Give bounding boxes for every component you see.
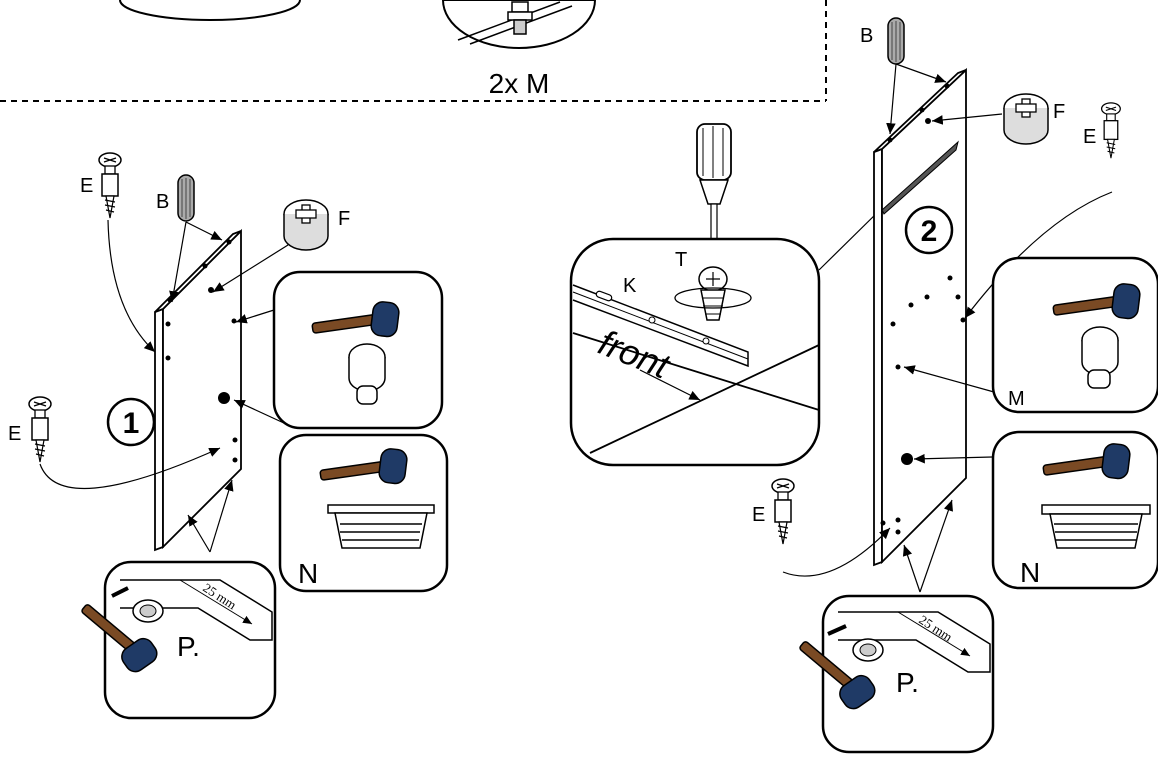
felt-pad-icon (1041, 504, 1151, 549)
part-label-e: E (1083, 126, 1096, 148)
part-label-f: F (338, 208, 350, 230)
screw-icon (1100, 102, 1121, 159)
side-panel-1 (154, 228, 242, 552)
section-divider (0, 0, 827, 102)
part-label-b: B (156, 191, 169, 213)
quantity-label: 2x M (489, 68, 550, 99)
step-badge-1 (106, 397, 156, 447)
dowel-icon (887, 17, 905, 65)
part-label-k: K (623, 275, 637, 297)
step-badge-2 (904, 205, 954, 255)
previous-step-detail (119, 0, 301, 21)
screwdriver-icon (696, 123, 732, 255)
knob-callout-2: M (991, 256, 1158, 414)
screw-icon (771, 478, 795, 545)
part-label-m: M (1008, 388, 1025, 410)
drawer-rail-callout: front T K (569, 237, 821, 467)
step-number-1: 1 (123, 407, 140, 440)
screw-icon (98, 152, 122, 219)
part-label-n: N (1020, 557, 1040, 588)
part-label-e: E (752, 504, 765, 526)
dowel-icon (177, 174, 195, 222)
part-label-p: P. (896, 667, 919, 698)
part-label-b: B (860, 25, 873, 47)
cam-lock-icon (1003, 93, 1049, 145)
foot-detail (441, 0, 597, 49)
cam-lock-icon (283, 199, 329, 251)
part-label-n: N (298, 558, 318, 589)
drill-callout-2: 25 mm P. (787, 594, 995, 754)
detail-leader (818, 207, 883, 271)
part-label-t: T (675, 249, 687, 271)
felt-callout-2: N (991, 430, 1158, 590)
step-number-2: 2 (921, 215, 938, 248)
part-label-p: P. (177, 631, 200, 662)
knob-callout-1 (272, 270, 444, 430)
leader-lines-panel-2 (782, 63, 1113, 593)
felt-pad-icon (327, 504, 435, 549)
knob-icon (1081, 326, 1119, 389)
part-label-e: E (80, 175, 93, 197)
leader-lines-panel-1 (39, 219, 289, 553)
part-label-f: F (1053, 101, 1065, 123)
knob-icon (348, 343, 386, 405)
foot-icon (507, 1, 533, 35)
drill-callout-1: 25 mm P. (69, 560, 277, 720)
side-panel-2 (873, 67, 967, 567)
part-label-e: E (8, 423, 21, 445)
screw-icon (28, 396, 52, 463)
screw-icon (674, 266, 752, 321)
felt-callout-1: N (278, 433, 449, 593)
